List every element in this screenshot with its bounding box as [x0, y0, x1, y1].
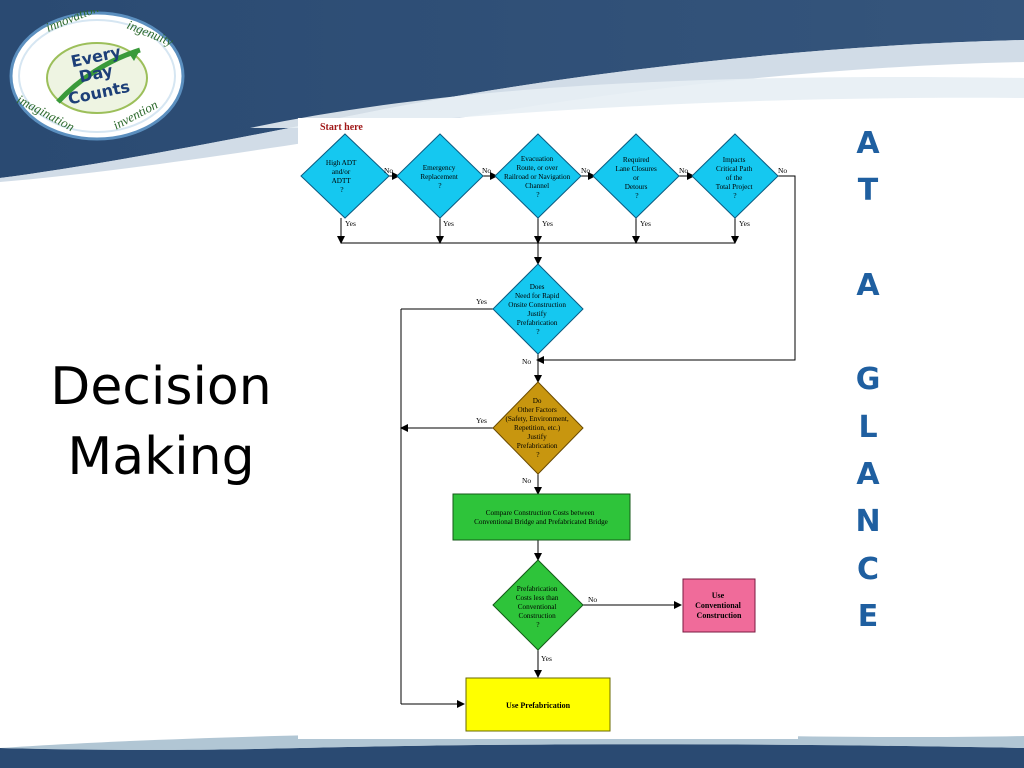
start-here-label: Start here	[320, 122, 363, 133]
side-letter: T	[857, 173, 879, 209]
no-label: No	[679, 166, 688, 175]
diamond-text-d1: High ADT and/or ADTT ?	[326, 159, 358, 194]
no-label: No	[588, 595, 597, 604]
no-label: No	[384, 166, 393, 175]
decision-emergency-replacement	[396, 133, 484, 219]
side-letter: A	[856, 267, 880, 303]
side-letter: E	[857, 598, 879, 634]
no-label: No	[482, 166, 491, 175]
side-letter	[846, 215, 890, 262]
no-label: No	[522, 476, 531, 485]
diamond-text-d3: Evacuation Route, or over Railroad or Na…	[504, 155, 572, 199]
yes-label: Yes	[542, 219, 553, 228]
title-line-1: Decision	[50, 357, 272, 417]
compare-costs-box	[452, 493, 631, 541]
yes-label: Yes	[476, 297, 487, 306]
yes-label: Yes	[640, 219, 651, 228]
diamond-text-d6: Does Need for Rapid Onsite Construction …	[508, 283, 568, 336]
prefab-box-text: Use Prefabrication	[506, 701, 571, 710]
at-a-glance-vertical: A T A G L A N C E	[846, 120, 890, 640]
edge-labels: No No No No No Yes Yes Yes Yes Yes Yes N…	[345, 166, 787, 663]
side-letter: G	[855, 362, 881, 398]
no-label: No	[581, 166, 590, 175]
compare-box-text: Compare Construction Costs between Conve…	[474, 509, 608, 526]
side-letter: A	[856, 126, 880, 161]
side-letter	[846, 309, 890, 356]
side-letter: N	[855, 504, 881, 540]
diamond-text-d5: Impacts Critical Path of the Total Proje…	[716, 156, 755, 200]
diamond-text-d2: Emergency Replacement ?	[420, 164, 459, 190]
decision-other-factors	[492, 381, 584, 475]
diamond-text-d4: Required Lane Closures or Detours ?	[615, 156, 658, 200]
every-day-counts-logo: Every Day Counts innovation ingenuity im…	[9, 10, 185, 141]
yes-label: Yes	[345, 219, 356, 228]
yes-label: Yes	[443, 219, 454, 228]
conventional-box-text: Use Conventional Construction	[695, 591, 743, 620]
no-label: No	[778, 166, 787, 175]
diamond-text-d7: Do Other Factors (Safety, Environment, R…	[505, 397, 570, 459]
yes-label: Yes	[541, 654, 552, 663]
side-letter: L	[858, 409, 878, 445]
flowchart-canvas: Start here	[300, 122, 796, 732]
side-letter: A	[856, 457, 880, 493]
decision-critical-path	[691, 133, 779, 219]
no-label: No	[522, 357, 531, 366]
yes-label: Yes	[739, 219, 750, 228]
decision-lane-closures	[592, 133, 680, 219]
decision-flowchart: Start here	[298, 118, 798, 739]
side-letter: C	[856, 551, 880, 587]
use-prefabrication-box	[465, 677, 611, 732]
yes-label: Yes	[476, 416, 487, 425]
use-conventional-box	[682, 578, 756, 633]
diamond-text-d8: Prefabrication Costs less than Conventio…	[516, 585, 561, 629]
title-line-2: Making	[67, 427, 255, 487]
decision-evacuation-route	[494, 133, 582, 219]
decision-prefab-costs	[492, 559, 584, 651]
slide-title: Decision Making	[30, 352, 292, 492]
decision-high-adt	[300, 133, 390, 219]
decision-rapid-onsite	[492, 263, 584, 355]
